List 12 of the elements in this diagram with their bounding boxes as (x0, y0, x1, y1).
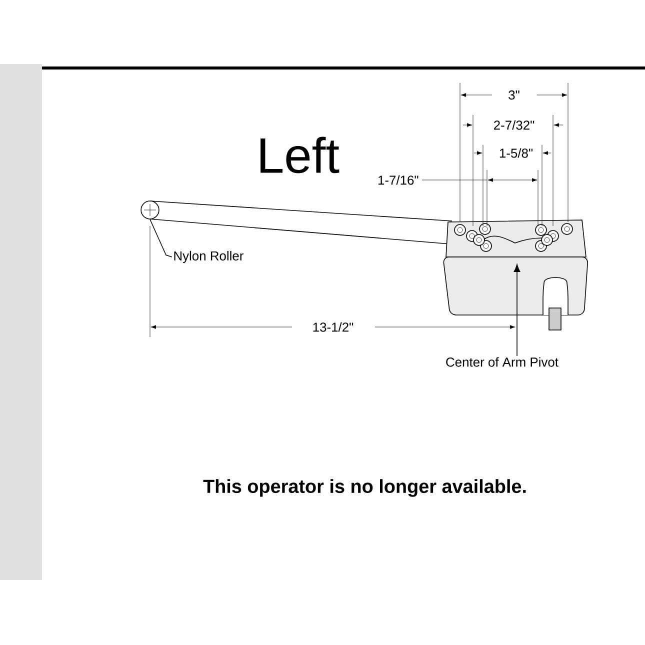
part-label: Nylon Roller (174, 250, 244, 264)
dimension-label: 3" (507, 89, 521, 101)
nylon-roller (140, 200, 160, 220)
leader-line (150, 218, 172, 258)
leader-line (514, 264, 520, 356)
dimension-label: 2-7/32" (492, 119, 536, 131)
part-label: Center of Arm Pivot (446, 357, 558, 367)
dimension-label: 13-1/2" (311, 321, 355, 333)
dimension-label: 1-5/8" (498, 147, 534, 159)
title-label: Left (260, 136, 340, 174)
notice-text: This operator is no longer available. (203, 479, 526, 497)
dimension-label: 1-7/16" (376, 174, 420, 186)
